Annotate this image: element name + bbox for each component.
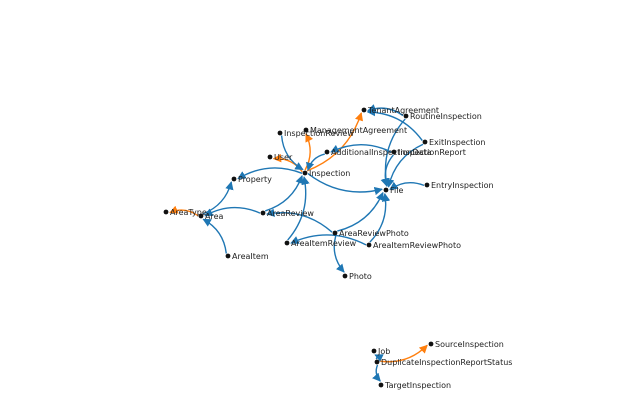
node-label: Job: [377, 347, 390, 356]
node-TenantAgreement[interactable]: TenantAgreement: [361, 106, 439, 115]
node-TargetInspection[interactable]: TargetInspection: [378, 381, 451, 390]
node-dot[interactable]: [422, 139, 428, 145]
node-AreaReviewPhoto[interactable]: AreaReviewPhoto: [332, 229, 409, 238]
node-dot[interactable]: [332, 230, 338, 236]
node-dot[interactable]: [303, 127, 309, 133]
node-dot[interactable]: [284, 240, 290, 246]
node-label: AreaItem: [232, 252, 269, 261]
node-label: File: [390, 186, 403, 195]
edge-AreaItemReview-to-Inspection: [287, 176, 310, 241]
node-AreaItem[interactable]: AreaItem: [225, 252, 269, 261]
node-label: User: [274, 153, 293, 162]
edge-Inspection-to-File: [307, 173, 383, 196]
node-dot[interactable]: [391, 149, 397, 155]
node-label: InspectionReview: [284, 129, 354, 138]
edge-InspectionReport-to-File: [380, 154, 394, 187]
node-dot[interactable]: [277, 130, 283, 136]
node-dot[interactable]: [428, 341, 434, 347]
edge-Inspection-to-Property: [237, 167, 303, 180]
node-InspectionReport[interactable]: InspectionReport: [391, 148, 466, 157]
node-AreaType[interactable]: AreaType: [163, 208, 207, 217]
node-AdditionalInspectionData[interactable]: AdditionalInspectionData: [324, 148, 432, 157]
node-dot[interactable]: [371, 348, 377, 354]
edge-AreaReview-to-Area: [204, 206, 261, 217]
edge-EntryInspection-to-File: [389, 181, 425, 191]
edge-InspectionReport-to-AdditionalInspectionData: [330, 144, 392, 153]
node-label: EntryInspection: [431, 181, 494, 190]
node-ManagementAgreement[interactable]: ManagementAgreement: [303, 126, 408, 135]
edge-Area-to-AreaType: [169, 205, 199, 217]
node-label: Inspection: [309, 169, 350, 178]
node-ExitInspection[interactable]: ExitInspection: [422, 138, 486, 147]
node-label: DuplicateInspectionReportStatus: [381, 358, 512, 367]
edge-DuplicateInspectionReportStatus-to-Job: [374, 354, 384, 362]
edge-AreaReviewPhoto-to-File: [337, 191, 384, 232]
node-label: ManagementAgreement: [310, 126, 407, 135]
node-label: SourceInspection: [435, 340, 504, 349]
node-Inspection[interactable]: Inspection: [302, 169, 351, 178]
node-User[interactable]: User: [267, 153, 293, 162]
node-label: AreaItemReviewPhoto: [373, 241, 461, 250]
node-AreaReview[interactable]: AreaReview: [260, 209, 315, 218]
node-label: Photo: [349, 272, 372, 281]
node-label: AreaReview: [267, 209, 314, 218]
node-dot[interactable]: [361, 107, 367, 113]
node-Area[interactable]: Area: [198, 212, 224, 221]
node-dot[interactable]: [374, 359, 380, 365]
node-File[interactable]: File: [383, 186, 404, 195]
edge-AreaReviewPhoto-to-Photo: [333, 235, 345, 273]
node-AreaItemReviewPhoto[interactable]: AreaItemReviewPhoto: [366, 241, 461, 250]
node-label: AreaItemReview: [291, 239, 357, 248]
edge-AreaItem-to-Area: [202, 218, 227, 254]
node-SourceInspection[interactable]: SourceInspection: [428, 340, 504, 349]
node-label: Property: [238, 175, 272, 184]
node-dot[interactable]: [260, 210, 266, 216]
node-dot[interactable]: [231, 176, 237, 182]
node-dot[interactable]: [378, 382, 384, 388]
node-DuplicateInspectionReportStatus[interactable]: DuplicateInspectionReportStatus: [374, 358, 513, 367]
node-RoutineInspection[interactable]: RoutineInspection: [403, 112, 482, 121]
node-label: RoutineInspection: [410, 112, 482, 121]
nodes-layer: TenantAgreementRoutineInspectionInspecti…: [163, 106, 513, 390]
node-label: TargetInspection: [384, 381, 451, 390]
node-dot[interactable]: [302, 170, 308, 176]
edge-ExitInspection-to-TenantAgreement: [366, 107, 423, 142]
node-dot[interactable]: [342, 273, 348, 279]
edge-InspectionReview-to-Inspection: [280, 135, 304, 171]
node-label: AdditionalInspectionData: [331, 148, 432, 157]
node-dot[interactable]: [383, 187, 389, 193]
node-dot[interactable]: [366, 242, 372, 248]
node-dot[interactable]: [225, 253, 231, 259]
node-InspectionReview[interactable]: InspectionReview: [277, 129, 355, 138]
edge-AdditionalInspectionData-to-Inspection: [306, 153, 325, 172]
node-AreaItemReview[interactable]: AreaItemReview: [284, 239, 357, 248]
node-dot[interactable]: [424, 182, 430, 188]
edge-DuplicateInspectionReportStatus-to-SourceInspection: [379, 344, 428, 363]
node-dot[interactable]: [163, 209, 169, 215]
edge-AreaItemReviewPhoto-to-AreaItemReview: [290, 234, 367, 246]
edges-layer: [169, 104, 428, 382]
node-label: AreaType: [170, 208, 207, 217]
node-label: ExitInspection: [429, 138, 485, 147]
edge-AreaReviewPhoto-to-AreaReview: [266, 208, 333, 233]
edge-DuplicateInspectionReportStatus-to-TargetInspection: [372, 364, 381, 382]
node-label: InspectionReport: [398, 148, 466, 157]
edge-Area-to-Property: [202, 181, 234, 215]
node-Photo[interactable]: Photo: [342, 272, 372, 281]
node-EntryInspection[interactable]: EntryInspection: [424, 181, 494, 190]
node-Property[interactable]: Property: [231, 175, 273, 184]
node-label: Area: [205, 212, 224, 221]
node-label: AreaReviewPhoto: [339, 229, 409, 238]
node-dot[interactable]: [324, 149, 330, 155]
edge-AreaItemReviewPhoto-to-File: [369, 192, 391, 243]
node-dot[interactable]: [267, 154, 273, 160]
edge-Inspection-to-TenantAgreement: [306, 112, 364, 172]
node-label: TenantAgreement: [367, 106, 439, 115]
node-dot[interactable]: [198, 213, 204, 219]
node-Job[interactable]: Job: [371, 347, 391, 356]
node-dot[interactable]: [403, 113, 409, 119]
